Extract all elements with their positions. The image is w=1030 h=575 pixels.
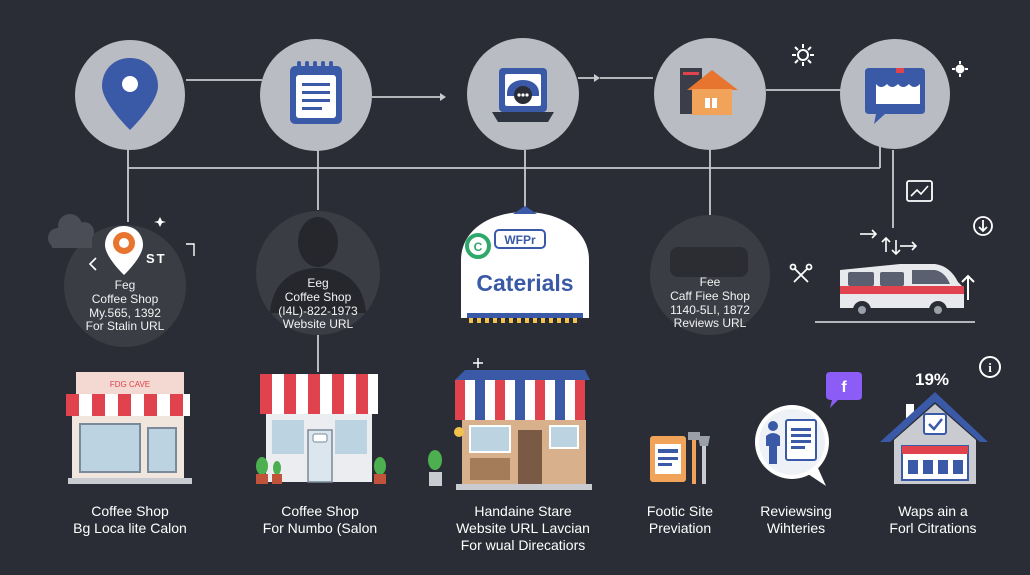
bottom-line: Handaine Stare [474,503,572,519]
card-line: Fee [699,275,721,289]
caterials-logo-text: Caterials [476,270,573,296]
bottom-line: For wual Direcatiors [460,537,586,554]
bottom-label-3: Handaine Stare Website URL Lavcian For w… [438,503,608,554]
shop-sign-text: FDG CAVE [110,380,150,389]
bottom-line: Forl Citrations [889,520,977,537]
plant-icon [428,450,442,486]
card-line: (I4L)-822-1973 [278,303,358,318]
card-line: Eeg [307,276,329,290]
bottom-line: Footic Site [646,503,714,519]
bottom-line: Wihteries [766,520,826,537]
review-bubble-icon [755,405,829,486]
card-line: Reviews URL [673,316,747,331]
bottom-label-6: Waps ain a Forl Citrations [868,503,998,537]
laptop-chat-icon [492,68,554,122]
card-feg-label: Feg Coffee Shop My.565, 1392 For Stalin … [66,278,184,334]
sparkle-icon [952,61,968,77]
sparkle-small-icon [473,358,483,368]
bottom-label-1: Coffee Shop Bg Loca lite Calon [50,503,210,537]
card-fee-label: Fee Caff Fiee Shop 1140-5LI, 1872 Review… [650,275,770,331]
bottom-line: Website URL Lavcian [456,520,590,537]
scissors-icon [789,263,813,283]
card-line: My.565, 1392 [89,305,161,320]
house-check-icon [880,392,988,484]
caterials-logo-icon [461,206,589,323]
c-badge-text: C [474,240,483,254]
percent-label: 19% [915,370,949,389]
van-icon [840,229,975,319]
card-line: Coffee Shop [91,291,159,306]
storefront-colorful-icon [454,370,592,490]
storefront-chat-icon [865,68,925,124]
download-icon [973,216,993,236]
storefront-icon [66,372,192,484]
map-pin-icon [102,58,158,130]
person-silhouette-icon [270,217,366,313]
gear-icon [792,44,814,66]
top-circles [75,38,950,151]
bottom-line: Coffee Shop [281,503,359,519]
chart-frame-icon [906,180,933,202]
connector-lines [127,74,975,372]
info-icon [979,356,1001,378]
map-pin-orange-icon [48,214,195,275]
card-line: Feg [114,278,136,292]
bottom-label-5: Reviewsing Wihteries [736,503,856,537]
wfpr-badge-text: WFPr [504,233,536,247]
card-line: For Stalin URL [85,319,165,334]
card-line: Caff Fiee Shop [670,288,750,303]
bottom-line: For Numbo (Salon [262,520,378,537]
bottom-line: Coffee Shop [91,503,169,519]
facebook-letter: f [841,379,847,396]
card-line: Website URL [282,317,354,332]
card-line: 1140-5LI, 1872 [670,302,750,317]
rounded-box-icon [670,247,748,277]
bottom-label-2: Coffee Shop For Numbo (Salon [240,503,400,537]
bottom-line: Bg Loca lite Calon [73,520,187,537]
info-letter: i [988,360,992,375]
house-icon [680,68,738,115]
st-decor: ST [146,251,167,266]
storefront-icon-2 [256,374,386,484]
bottom-label-4: Footic Site Previation [620,503,740,537]
bottom-line: Reviewsing [760,503,832,519]
bottom-line: Waps ain a [898,503,968,519]
card-line: Coffee Shop [284,289,352,304]
facebook-icon [826,372,862,408]
bottom-line: Previation [648,520,712,537]
card-eeg-label: Eeg Coffee Shop (I4L)-822-1973 Website U… [258,276,378,332]
notepad-icon [290,61,342,124]
board-tools-icon [650,432,710,484]
